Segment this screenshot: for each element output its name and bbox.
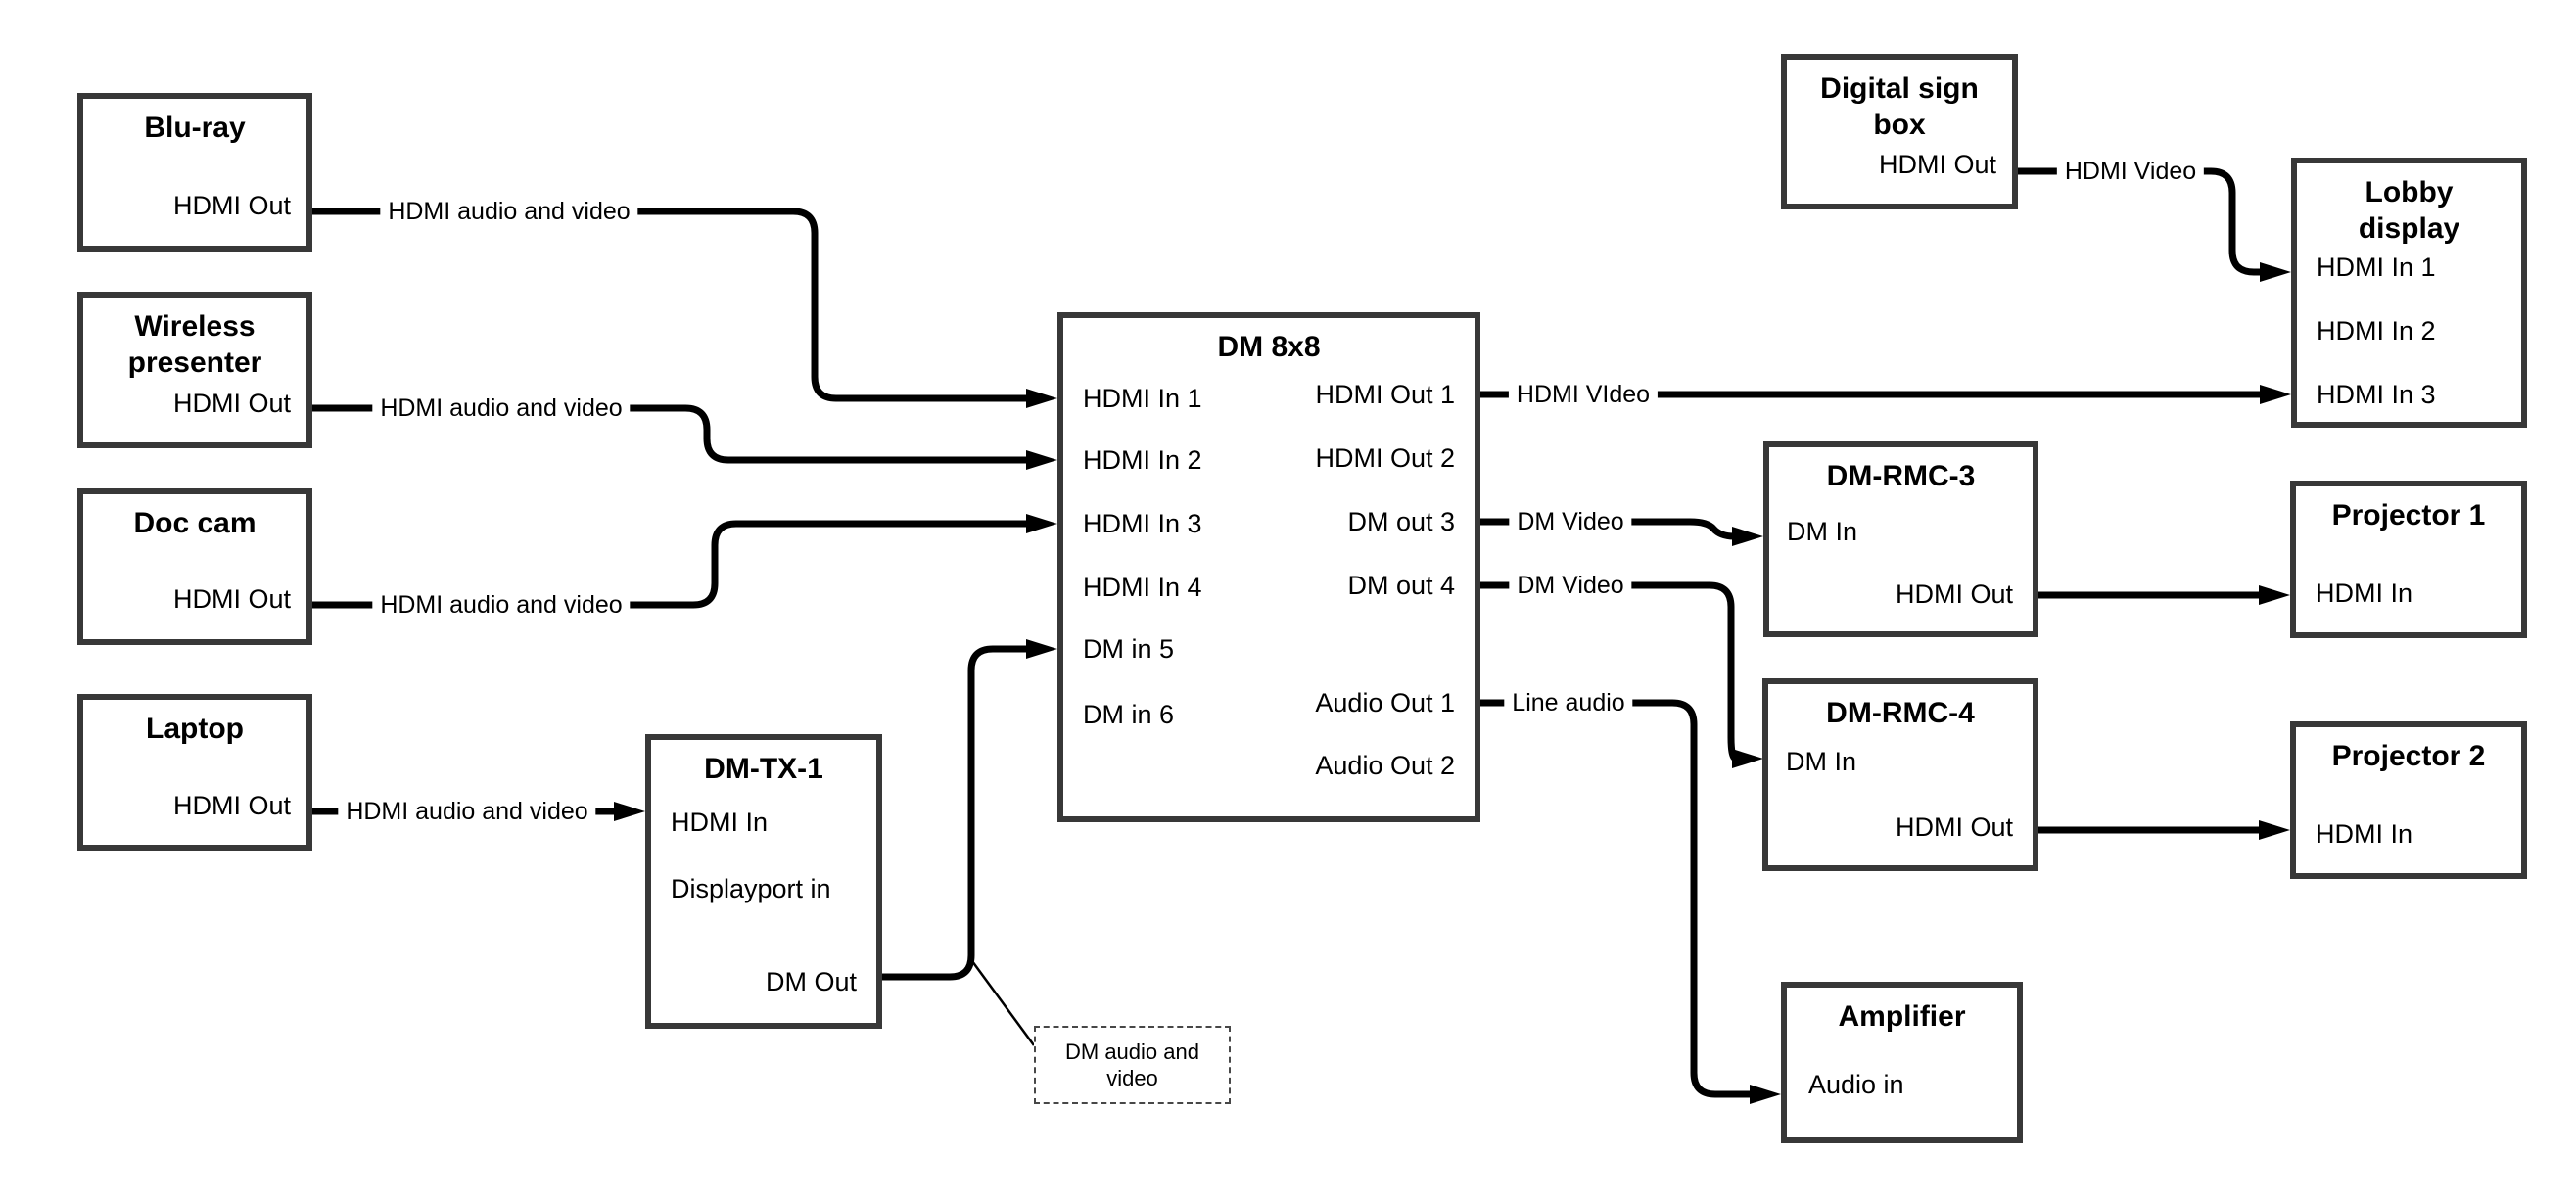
port-dm-out-3: DM out 3 bbox=[1347, 507, 1455, 536]
arrowhead-icon bbox=[2260, 385, 2291, 404]
wire-label-hdmi-audio-video-4: HDMI audio and video bbox=[338, 797, 596, 826]
node-lobby-display: Lobby display HDMI In 1 HDMI In 2 HDMI I… bbox=[2291, 158, 2527, 428]
wire-label-hdmi-audio-video-1: HDMI audio and video bbox=[380, 197, 638, 226]
node-title: Doc cam bbox=[133, 507, 257, 539]
port-hdmi-in: HDMI In bbox=[671, 808, 769, 837]
annotation-leader-line bbox=[970, 960, 1036, 1046]
port-hdmi-out-2: HDMI Out 2 bbox=[1315, 443, 1455, 473]
node-dm-tx-1: DM-TX-1 HDMI In Displayport in DM Out bbox=[645, 734, 882, 1029]
port-dm-in-5: DM in 5 bbox=[1083, 634, 1175, 664]
port-hdmi-out: HDMI Out bbox=[1895, 812, 2013, 842]
arrowhead-icon bbox=[614, 802, 645, 821]
wire-label-hdmi-video-digital: HDMI Video bbox=[2056, 157, 2205, 186]
port-hdmi-out: HDMI Out bbox=[1895, 579, 2013, 609]
wire-label-hdmi-audio-video-2: HDMI audio and video bbox=[372, 393, 631, 423]
port-dm-in: DM In bbox=[1787, 517, 1858, 546]
wire-bluray-to-dm8x8 bbox=[312, 208, 1030, 402]
node-wireless-presenter: Wireless presenter HDMI Out bbox=[77, 292, 312, 448]
port-hdmi-in-4: HDMI In 4 bbox=[1083, 573, 1202, 602]
port-hdmi-out-1: HDMI Out 1 bbox=[1315, 380, 1455, 409]
port-audio-in: Audio in bbox=[1808, 1070, 1904, 1099]
node-title: DM 8x8 bbox=[1217, 331, 1321, 363]
node-bluray: Blu-ray HDMI Out bbox=[77, 93, 312, 252]
node-title: Blu-ray bbox=[144, 112, 246, 144]
port-hdmi-in-1: HDMI In 1 bbox=[1083, 384, 1202, 413]
wire-label-line-audio: Line audio bbox=[1504, 688, 1633, 717]
node-laptop: Laptop HDMI Out bbox=[77, 694, 312, 851]
port-dm-in: DM In bbox=[1786, 747, 1857, 776]
node-title: Amplifier bbox=[1838, 1000, 1966, 1033]
node-title: Laptop bbox=[146, 713, 244, 745]
node-amplifier: Amplifier Audio in bbox=[1781, 982, 2023, 1143]
node-projector-2: Projector 2 HDMI In bbox=[2290, 721, 2527, 879]
arrowhead-icon bbox=[1732, 749, 1763, 768]
port-dm-out-4: DM out 4 bbox=[1347, 571, 1455, 600]
node-title: Projector 1 bbox=[2331, 499, 2486, 531]
wire-doccam-to-dm8x8 bbox=[312, 520, 1030, 609]
wire-label-dm-video-out3: DM Video bbox=[1509, 507, 1632, 536]
port-hdmi-out: HDMI Out bbox=[172, 584, 291, 614]
node-title: DM-RMC-4 bbox=[1826, 697, 1975, 729]
node-projector-1: Projector 1 HDMI In bbox=[2290, 481, 2527, 638]
arrowhead-icon bbox=[2259, 585, 2290, 605]
port-hdmi-in: HDMI In bbox=[2316, 819, 2413, 849]
node-title: Lobby display bbox=[2358, 176, 2460, 245]
arrowhead-icon bbox=[1026, 639, 1057, 659]
port-dm-out: DM Out bbox=[765, 967, 857, 996]
port-hdmi-out: HDMI Out bbox=[172, 791, 291, 820]
wire-wireless-to-dm8x8 bbox=[312, 404, 1030, 464]
node-digital-sign-box: Digital sign box HDMI Out bbox=[1781, 54, 2018, 209]
node-title: DM-RMC-3 bbox=[1826, 460, 1976, 492]
node-title: Wireless presenter bbox=[127, 310, 262, 379]
port-hdmi-out: HDMI Out bbox=[172, 191, 291, 220]
arrowhead-icon bbox=[1026, 389, 1057, 408]
arrowhead-icon bbox=[1026, 450, 1057, 470]
port-hdmi-in: HDMI In bbox=[2316, 578, 2413, 608]
wire-digital-to-lobby bbox=[2018, 167, 2264, 276]
wire-out4-to-rmc4 bbox=[1480, 581, 1738, 762]
port-hdmi-in-2: HDMI In 2 bbox=[2317, 316, 2436, 346]
node-doc-cam: Doc cam HDMI Out bbox=[77, 488, 312, 645]
arrowhead-icon bbox=[2259, 820, 2290, 840]
arrowhead-icon bbox=[2260, 262, 2291, 282]
port-hdmi-in-2: HDMI In 2 bbox=[1083, 445, 1202, 475]
wire-label-dm-video-out4: DM Video bbox=[1509, 571, 1632, 600]
node-dm-8x8: DM 8x8 HDMI In 1 HDMI In 2 HDMI In 3 HDM… bbox=[1057, 312, 1480, 822]
wire-out3-to-rmc3 bbox=[1480, 518, 1735, 540]
port-displayport-in: Displayport in bbox=[671, 874, 831, 903]
port-dm-in-6: DM in 6 bbox=[1083, 700, 1175, 729]
port-hdmi-out: HDMI Out bbox=[1878, 150, 1996, 179]
port-audio-out-2: Audio Out 2 bbox=[1315, 751, 1455, 780]
node-dm-rmc-4: DM-RMC-4 DM In HDMI Out bbox=[1762, 678, 2038, 871]
port-hdmi-in-1: HDMI In 1 bbox=[2317, 253, 2436, 282]
arrowhead-icon bbox=[1732, 527, 1763, 546]
annotation-note: DM audio and video bbox=[1034, 1026, 1231, 1104]
node-title: DM-TX-1 bbox=[704, 753, 823, 785]
node-dm-rmc-3: DM-RMC-3 DM In HDMI Out bbox=[1763, 441, 2038, 637]
wire-audio1-to-amp bbox=[1480, 699, 1754, 1098]
port-audio-out-1: Audio Out 1 bbox=[1315, 688, 1455, 717]
node-title: Projector 2 bbox=[2331, 740, 2486, 772]
wire-dmtx1-to-dm8x8 bbox=[882, 645, 1030, 981]
node-title: Digital sign box bbox=[1820, 72, 1979, 141]
arrowhead-icon bbox=[1026, 514, 1057, 533]
port-hdmi-in-3: HDMI In 3 bbox=[1083, 509, 1202, 538]
wire-label-hdmi-video-out1: HDMI VIdeo bbox=[1508, 380, 1659, 409]
wire-label-hdmi-audio-video-3: HDMI audio and video bbox=[372, 590, 631, 620]
port-hdmi-out: HDMI Out bbox=[172, 389, 291, 418]
port-hdmi-in-3: HDMI In 3 bbox=[2317, 380, 2436, 409]
arrowhead-icon bbox=[1750, 1085, 1781, 1104]
